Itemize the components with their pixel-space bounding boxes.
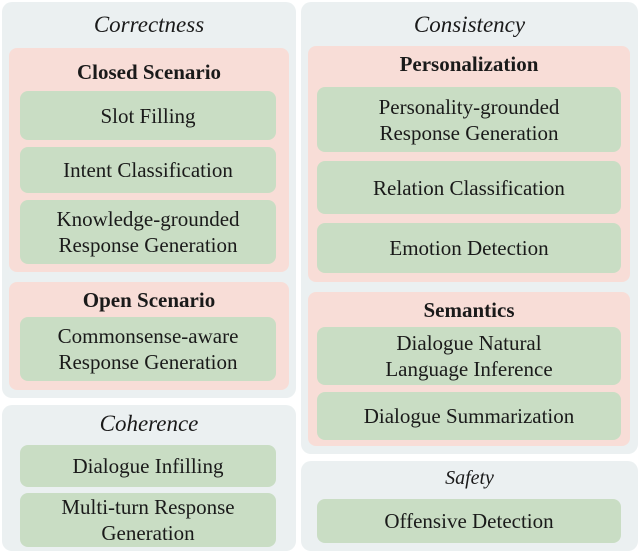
consistency-panel: Consistency Personalization Personality-… — [301, 2, 638, 454]
open-scenario-title: Open Scenario — [82, 288, 216, 312]
dialogue-summarization-item: Dialogue Summarization — [317, 392, 621, 440]
emotion-detection-item: Emotion Detection — [317, 223, 621, 273]
semantics-title: Semantics — [423, 298, 515, 322]
dialogue-infilling-item: Dialogue Infilling — [20, 445, 276, 487]
coherence-title: Coherence — [99, 411, 199, 436]
coherence-panel: Coherence Dialogue Infilling Multi-turn … — [2, 405, 296, 551]
safety-panel: Safety Offensive Detection — [301, 461, 638, 551]
closed-scenario-group: Closed Scenario Slot Filling Intent Clas… — [9, 48, 289, 272]
slot-filling-item: Slot Filling — [20, 91, 276, 140]
multi-turn-response-generation-item: Multi-turn Response Generation — [20, 493, 276, 547]
relation-classification-item: Relation Classification — [317, 161, 621, 214]
open-scenario-group: Open Scenario Commonsense-aware Response… — [9, 282, 289, 390]
closed-scenario-title: Closed Scenario — [76, 60, 222, 84]
personalization-title: Personalization — [399, 52, 539, 76]
personalization-group: Personalization Personality-grounded Res… — [308, 46, 630, 282]
commonsense-aware-response-generation-item: Commonsense-aware Response Generation — [20, 317, 276, 381]
dialogue-natural-language-inference-item: Dialogue Natural Language Inference — [317, 327, 621, 385]
semantics-group: Semantics Dialogue Natural Language Infe… — [308, 292, 630, 446]
correctness-panel: Correctness Closed Scenario Slot Filling… — [2, 2, 296, 398]
personality-grounded-response-generation-item: Personality-grounded Response Generation — [317, 87, 621, 152]
consistency-title: Consistency — [413, 12, 526, 37]
intent-classification-item: Intent Classification — [20, 147, 276, 193]
offensive-detection-item: Offensive Detection — [317, 499, 621, 543]
correctness-title: Correctness — [93, 12, 205, 37]
knowledge-grounded-response-generation-item: Knowledge-grounded Response Generation — [20, 200, 276, 264]
safety-title: Safety — [445, 467, 494, 489]
